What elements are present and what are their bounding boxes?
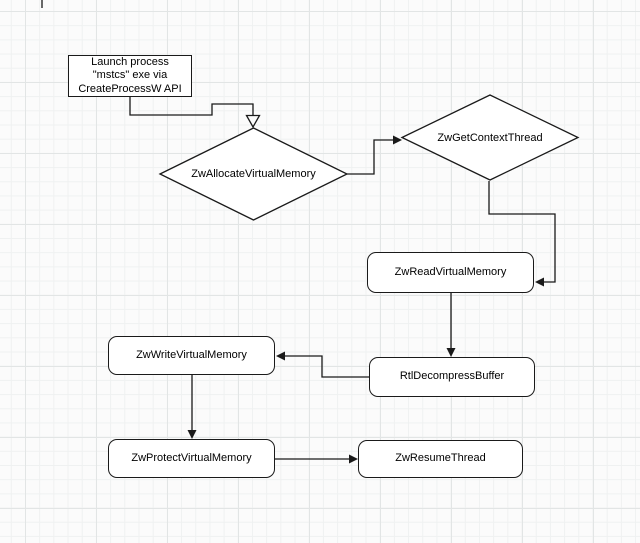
filled-arrowhead-icon	[535, 277, 544, 287]
filled-arrowhead-icon	[187, 430, 197, 439]
node-zwreadvirtualmemory-label: ZwReadVirtualMemory	[394, 265, 507, 278]
node-zwprotectvirtualmemory[interactable]: ZwProtectVirtualMemory	[108, 439, 275, 478]
filled-arrowhead-icon	[276, 351, 285, 361]
node-zwresumethread-label: ZwResumeThread	[395, 452, 486, 465]
node-zwresumethread[interactable]: ZwResumeThread	[358, 440, 523, 478]
node-zwwritevirtualmemory-label: ZwWriteVirtualMemory	[136, 348, 247, 361]
connector-launch-to-allocate[interactable]	[129, 97, 261, 129]
filled-arrowhead-icon	[446, 348, 456, 357]
node-launch-process-label: Launch process "mstcs" exe via CreatePro…	[78, 55, 182, 95]
node-rtldecompressbuffer[interactable]: RtlDecompressBuffer	[369, 357, 535, 397]
node-zwgetcontextthread-shape[interactable]	[400, 94, 580, 181]
node-launch-process[interactable]: Launch process "mstcs" exe via CreatePro…	[68, 55, 192, 97]
connector-protect-to-resume[interactable]	[275, 454, 358, 464]
connector-decompress-to-write[interactable]	[276, 351, 369, 378]
node-zwprotectvirtualmemory-label: ZwProtectVirtualMemory	[131, 451, 252, 464]
filled-arrowhead-icon	[393, 135, 402, 145]
open-arrowhead-icon	[245, 114, 261, 129]
filled-arrowhead-icon	[349, 454, 358, 464]
connector-write-to-protect[interactable]	[187, 375, 197, 439]
node-zwallocatevirtualmemory-shape[interactable]	[158, 127, 349, 221]
node-zwreadvirtualmemory[interactable]: ZwReadVirtualMemory	[367, 252, 534, 293]
node-rtldecompressbuffer-label: RtlDecompressBuffer	[399, 370, 505, 383]
connector-getcontext-to-read[interactable]	[488, 181, 556, 287]
connector-read-to-decompress[interactable]	[446, 293, 456, 357]
node-zwwritevirtualmemory[interactable]: ZwWriteVirtualMemory	[108, 336, 275, 375]
connector-allocate-to-getcontext[interactable]	[347, 135, 402, 175]
